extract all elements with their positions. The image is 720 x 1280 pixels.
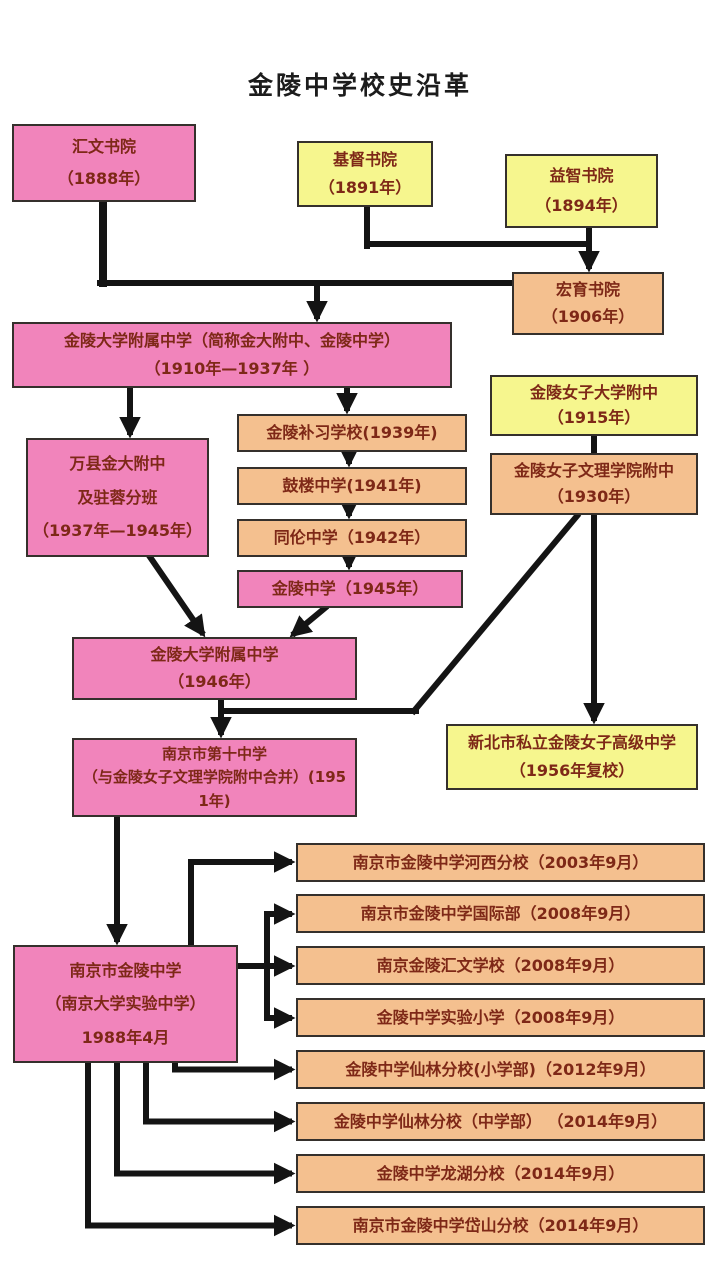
connector-wanxian-into-1946 [145,552,206,638]
node-label: 益智书院 [549,166,614,185]
node-branch-hexi-fenxiao: 南京市金陵中学河西分校（2003年9月） [296,843,705,882]
node-label: 金陵补习学校(1939年) [266,423,438,442]
node-label: （1888年） [57,168,151,188]
node-tonglun-zhongxue-1942: 同伦中学（1942年） [237,519,467,557]
node-label: 金陵中学龙湖分校（2014年9月） [376,1163,625,1183]
node-label: 基督书院 [332,150,397,170]
node-label: 南京市金陵中学河西分校（2003年9月） [352,852,649,872]
node-label: （1894年） [535,196,628,215]
node-jinda-fuzhong-1910: 金陵大学附属中学（简称金大附中、金陵中学） （1910年—1937年 ） [12,322,452,388]
node-jinling-zhongxue-1945: 金陵中学（1945年） [237,570,463,608]
node-label: （1930年） [547,487,641,506]
node-hongyu-academy: 宏育书院 （1906年） [512,272,664,335]
node-branch-longhu-fenxiao: 金陵中学龙湖分校（2014年9月） [296,1154,705,1193]
node-huiwen-academy: 汇文书院 （1888年） [12,124,196,202]
node-label: 南京市第十中学 [161,744,267,763]
connector-wenli-diagonal [409,511,582,716]
node-buxi-xuexiao-1939: 金陵补习学校(1939年) [237,414,467,452]
node-label: 金陵女子大学附中 [529,382,658,402]
node-label: 新北市私立金陵女子高级中学 [467,733,676,753]
node-jinling-nvzi-daxue-fuzhong: 金陵女子大学附中 （1915年） [490,375,698,436]
node-label: （1915年） [547,408,641,428]
node-label: 金陵中学实验小学（2008年9月） [376,1007,625,1027]
node-jinling-nvzi-wenli-fuzhong: 金陵女子文理学院附中 （1930年） [490,453,698,515]
node-label: 1988年4月 [81,1027,170,1047]
node-label: 金陵大学附属中学 [150,645,279,665]
node-label: （1910年—1937年 ） [144,358,320,378]
node-wanxian-jinda-fuzhong: 万县金大附中 及驻蓉分班 （1937年—1945年） [26,438,209,557]
node-label: 金陵中学仙林分校(小学部)（2012年9月） [345,1059,656,1079]
node-label: 宏育书院 [555,280,620,300]
node-gulou-zhongxue-1941: 鼓楼中学(1941年) [237,467,467,505]
node-label: 及驻蓉分班 [77,487,158,507]
connector-into-branch-daishan [85,1060,296,1237]
node-label: 金陵中学仙林分校（中学部） （2014年9月） [333,1111,668,1131]
connector-1945-into-1946 [289,603,330,638]
node-label: （1891年） [318,177,412,197]
node-label: 南京金陵汇文学校（2008年9月） [376,955,625,975]
node-label: 1年) [198,791,231,810]
node-branch-daishan-fenxiao: 南京市金陵中学岱山分校（2014年9月） [296,1206,705,1245]
node-jidu-academy: 基督书院 （1891年） [297,141,433,207]
connector-into-branch-longhu [114,1060,296,1185]
node-xinbei-jinling-nvzi-gaoji-zhongxue: 新北市私立金陵女子高级中学 （1956年复校） [446,724,698,790]
node-label: 南京市金陵中学岱山分校（2014年9月） [352,1215,649,1235]
node-label: 万县金大附中 [69,453,166,473]
connector-into-branch-xianlin-zhongxue [143,1060,296,1133]
node-label: （1956年复校） [509,760,635,780]
node-label: （南京大学实验中学） [45,994,206,1013]
node-yizhi-academy: 益智书院 （1894年） [505,154,658,228]
node-label: 南京市金陵中学 [69,960,182,980]
node-label: 金陵女子文理学院附中 [513,461,674,480]
node-label: （1906年） [541,306,635,326]
node-branch-shiyan-xiaoxue: 金陵中学实验小学（2008年9月） [296,998,705,1037]
node-branch-huiwen-xuexiao: 南京金陵汇文学校（2008年9月） [296,946,705,985]
page-title: 金陵中学校史沿革 [247,71,472,100]
node-label: （1946年） [168,671,261,691]
node-label: 鼓楼中学(1941年) [282,476,422,495]
node-branch-xianlin-xiaoxuebu: 金陵中学仙林分校(小学部)（2012年9月） [296,1050,705,1089]
node-label: （与金陵女子文理学院附中合并）(195 [82,768,347,787]
node-label: 同伦中学（1942年） [273,528,431,547]
node-label: 汇文书院 [71,137,136,157]
node-branch-guojibu: 南京市金陵中学国际部（2008年9月） [296,894,705,933]
node-label: 南京市金陵中学国际部（2008年9月） [360,903,641,923]
node-label: 金陵大学附属中学（简称金大附中、金陵中学） [63,331,400,351]
node-nanjing-jinling-zhongxue-1988: 南京市金陵中学 （南京大学实验中学） 1988年4月 [13,945,238,1063]
connector-into-branch-hexi [188,851,296,948]
node-nanjing-dishi-zhongxue: 南京市第十中学 （与金陵女子文理学院附中合并）(195 1年) [72,738,357,817]
node-label: 金陵中学（1945年） [271,579,429,598]
node-jinda-fuzhong-1946: 金陵大学附属中学 （1946年） [72,637,357,700]
node-label: （1937年—1945年） [32,521,203,541]
connector-into-branch-xianlin-xiaoxue [172,1058,296,1081]
node-branch-xianlin-zhongxuebu: 金陵中学仙林分校（中学部） （2014年9月） [296,1102,705,1141]
